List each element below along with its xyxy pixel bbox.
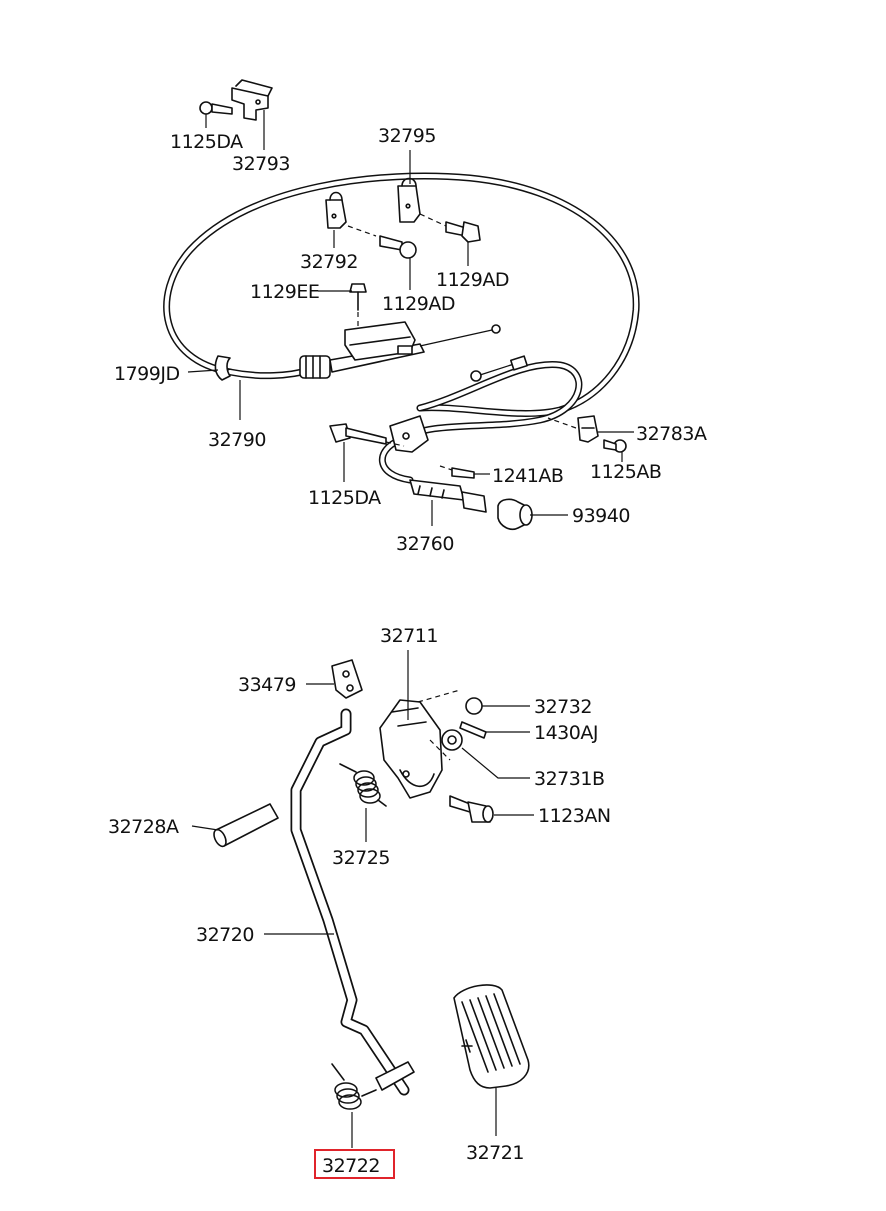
accelerator-pedal-assembly: [213, 659, 530, 1110]
leader-lines: [187, 110, 634, 1148]
label-32731B[interactable]: 32731B: [534, 768, 605, 790]
label-1241AB[interactable]: 1241AB: [492, 465, 564, 487]
pin-32728A: [213, 803, 279, 848]
label-32795[interactable]: 32795: [378, 125, 436, 147]
bolt-1129AD-right: [445, 221, 481, 243]
cable-clamp-1799JD: [214, 355, 231, 381]
pin-1430AJ: [459, 721, 487, 739]
label-1125DA-mid[interactable]: 1125DA: [308, 487, 382, 509]
part-labels: 1125DA 32793 32795 32792 1129AD 1129EE 1…: [108, 125, 707, 1179]
cable-adjuster: [299, 324, 501, 379]
label-1129AD-left[interactable]: 1129AD: [382, 293, 455, 315]
screw-1129EE: [349, 283, 367, 328]
pedal-arm-32720: [290, 708, 415, 1096]
accelerator-cable: [163, 172, 640, 484]
cable-bracket: [344, 321, 416, 361]
cable-end: [470, 355, 529, 382]
label-1125AB[interactable]: 1125AB: [590, 461, 662, 483]
label-32793[interactable]: 32793: [232, 153, 290, 175]
label-32720[interactable]: 32720: [196, 924, 254, 946]
spring-32725: [339, 763, 387, 807]
bracket-32793: [231, 79, 273, 121]
bolt-1129AD-left: [379, 235, 417, 259]
label-32721[interactable]: 32721: [466, 1142, 524, 1164]
bolt-1125DA-top: [199, 101, 233, 115]
label-1799JD[interactable]: 1799JD: [114, 363, 180, 385]
bolt-1125DA-mid: [329, 423, 405, 447]
clip-32795: [397, 177, 447, 227]
bracket-32760: [389, 415, 487, 513]
highlight-box-32722: [314, 1149, 395, 1179]
label-32790[interactable]: 32790: [208, 429, 266, 451]
washer-32731B: [441, 729, 463, 751]
stopper-93940: [497, 498, 533, 531]
accelerator-cable-assembly: [163, 79, 640, 531]
label-1123AN[interactable]: 1123AN: [538, 805, 611, 827]
clip-32792: [325, 191, 377, 237]
label-32722[interactable]: 32722: [322, 1155, 380, 1177]
pedal-pad-32721: [453, 984, 530, 1089]
label-1129EE[interactable]: 1129EE: [250, 281, 320, 303]
bolt-1241AB: [439, 465, 475, 479]
bolt-1123AN: [449, 795, 494, 823]
label-93940[interactable]: 93940: [572, 505, 630, 527]
bushing-32732: [465, 697, 483, 715]
label-32711[interactable]: 32711: [380, 625, 438, 647]
pedal-bracket-32711: [379, 689, 461, 799]
clip-32783A: [547, 415, 599, 443]
label-32732[interactable]: 32732: [534, 696, 592, 718]
label-1430AJ[interactable]: 1430AJ: [534, 722, 598, 744]
label-32728A[interactable]: 32728A: [108, 816, 179, 838]
label-32783A[interactable]: 32783A: [636, 423, 707, 445]
bracket-33479: [331, 659, 363, 699]
label-32725[interactable]: 32725: [332, 847, 390, 869]
label-32792[interactable]: 32792: [300, 251, 358, 273]
label-33479[interactable]: 33479: [238, 674, 296, 696]
bolt-1125AB: [603, 439, 627, 453]
label-1125DA-top[interactable]: 1125DA: [170, 131, 244, 153]
label-32760[interactable]: 32760: [396, 533, 454, 555]
spring-32722: [331, 1063, 377, 1110]
label-1129AD-right[interactable]: 1129AD: [436, 269, 509, 291]
